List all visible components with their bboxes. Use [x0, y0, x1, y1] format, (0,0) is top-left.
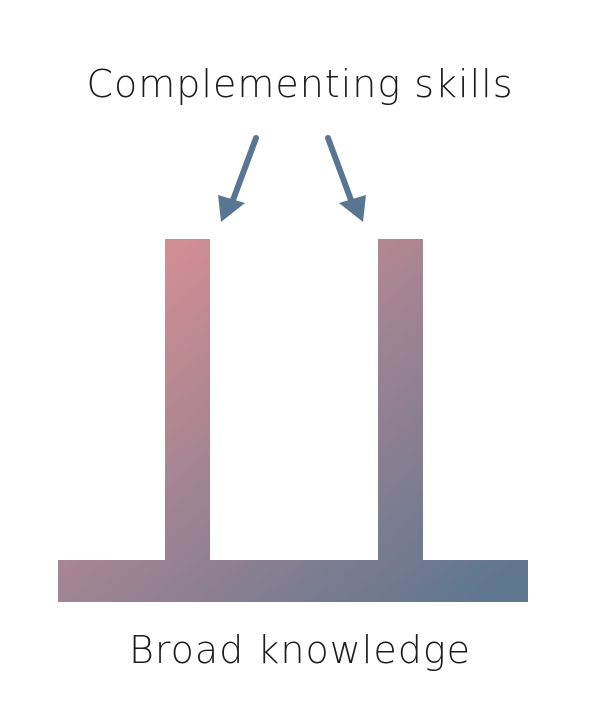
broad-knowledge-label: Broad knowledge: [128, 628, 472, 672]
left-skill-bar: [165, 239, 210, 564]
right-skill-bar: [378, 239, 423, 564]
complementing-skills-label: Complementing skills: [86, 62, 514, 106]
left-arrow: [218, 135, 259, 222]
right-arrow: [325, 135, 366, 222]
broad-knowledge-bar: [58, 560, 528, 602]
